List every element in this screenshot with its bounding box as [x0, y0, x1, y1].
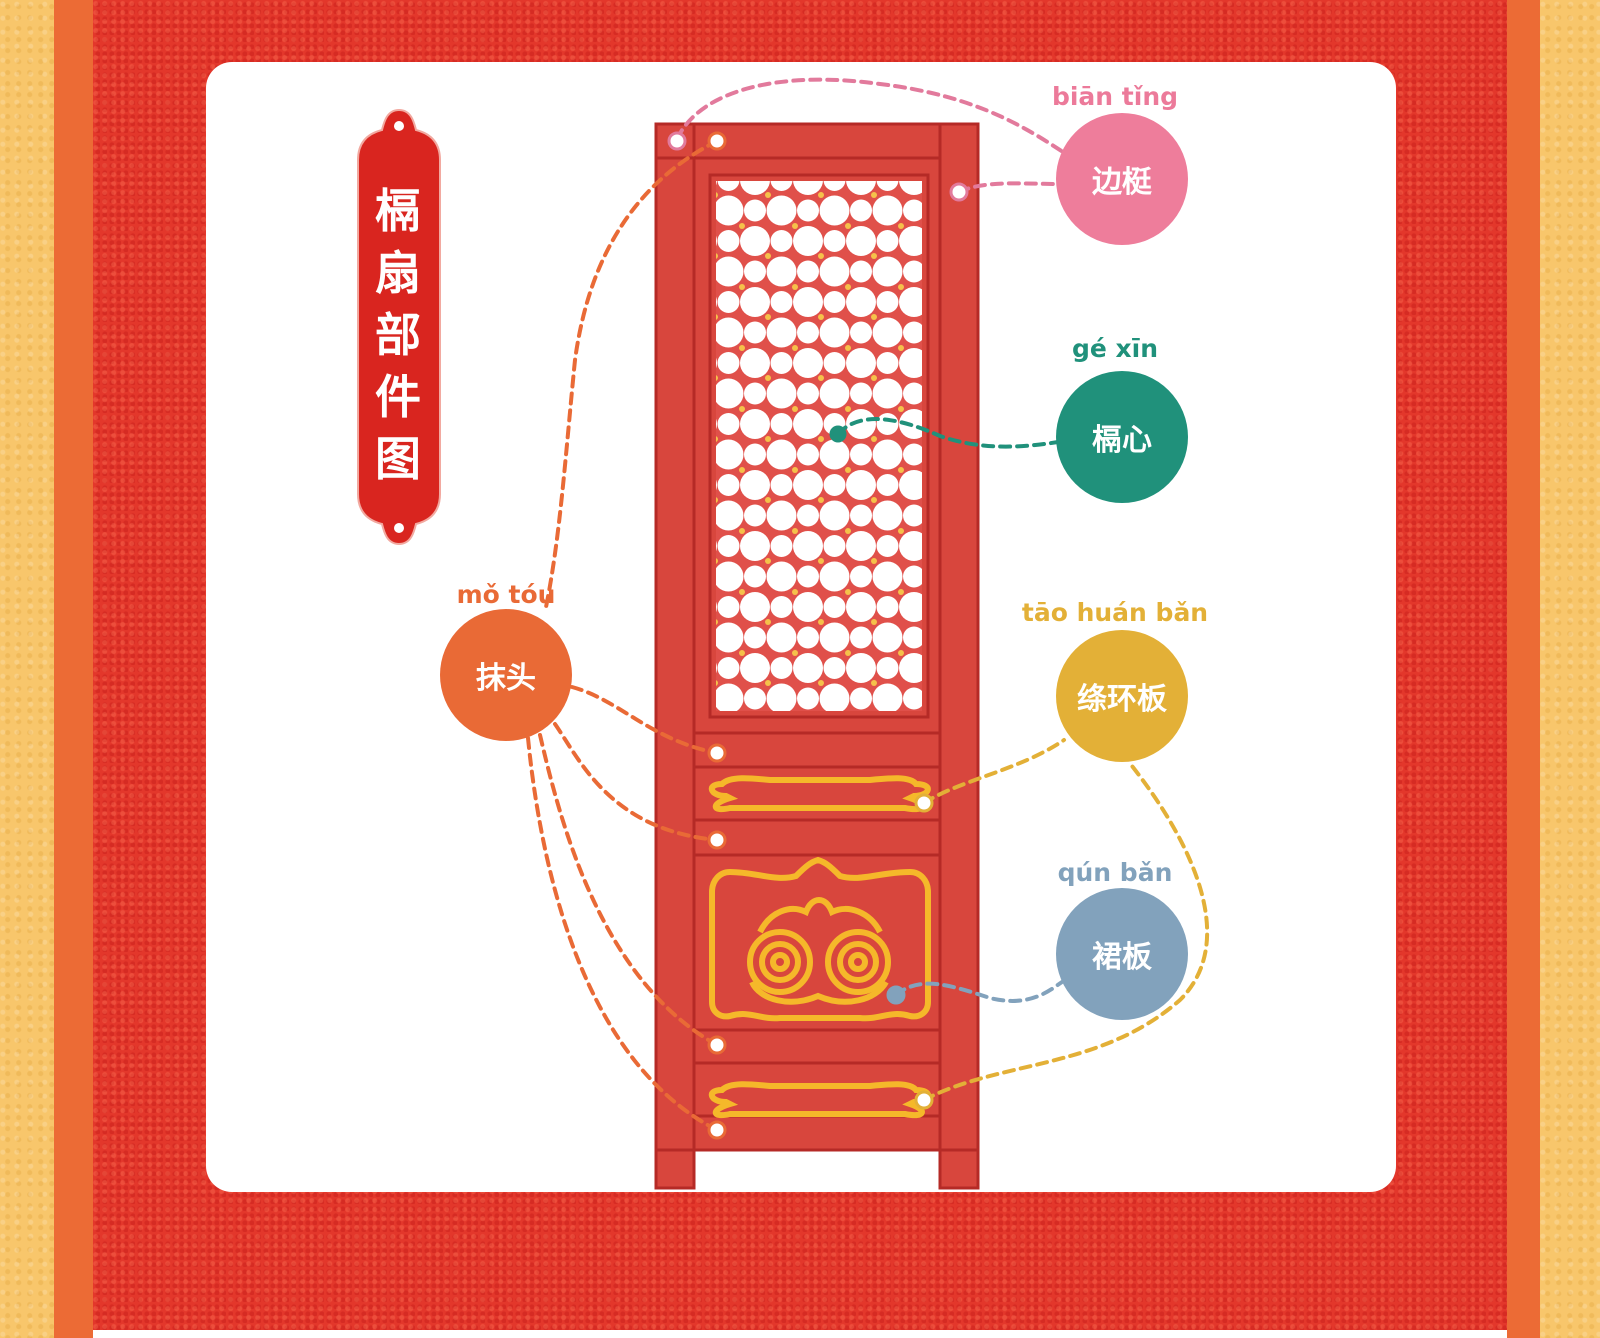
- lower-waist-carving: [709, 1081, 931, 1118]
- bubble-qunban: 裙板: [1056, 888, 1188, 1020]
- connector-bianting-top: [675, 77, 1077, 162]
- pinyin-gexin: gé xīn: [1071, 334, 1159, 363]
- anchor-motou-3: [707, 1035, 727, 1055]
- pinyin-bianting: biān tǐng: [1051, 82, 1179, 111]
- pinyin-motou: mǒ tóu: [456, 580, 556, 609]
- bottom-white-strip: [93, 1330, 1507, 1338]
- anchor-qunban: [886, 985, 906, 1005]
- connector-motou-top: [543, 139, 719, 614]
- connector-gexin: [836, 417, 1060, 449]
- connector-motou-3: [538, 733, 719, 1047]
- pinyin-qunban: qún bǎn: [1057, 858, 1173, 887]
- connector-motou-4: [526, 736, 719, 1132]
- label-taohuanban: 绦环板: [1077, 682, 1167, 717]
- bubble-gexin: 槅心: [1056, 371, 1188, 503]
- title-label: 槅扇部件图: [375, 184, 423, 486]
- skirt-panel-carving: [709, 856, 931, 1022]
- anchor-bianting-top: [667, 131, 687, 151]
- label-qunban: 裙板: [1092, 940, 1152, 975]
- anchor-motou-4: [707, 1120, 727, 1140]
- anchor-motou-top: [707, 131, 727, 151]
- anchor-bianting-right: [949, 182, 969, 202]
- label-bianting: 边梃: [1092, 165, 1152, 200]
- connector-taohuan-2: [922, 764, 1210, 1102]
- upper-waist-carving: [709, 775, 931, 812]
- anchor-taohuan-2: [914, 1090, 934, 1110]
- anchor-motou-2: [707, 830, 727, 850]
- bubble-motou: 抹头: [440, 609, 572, 741]
- bubble-taohuanban: 绦环板: [1056, 630, 1188, 762]
- anchor-gexin: [829, 425, 847, 443]
- bubble-bianting: 边梃: [1056, 113, 1188, 245]
- anchor-motou-1: [707, 743, 727, 763]
- label-gexin: 槅心: [1092, 423, 1152, 458]
- title-plaque: [357, 108, 441, 546]
- connector-qunban: [894, 980, 1064, 1003]
- connector-motou-1: [570, 685, 719, 755]
- connector-motou-2: [553, 722, 719, 842]
- lattice-core: [708, 173, 930, 719]
- title-text: 槅扇部件图: [356, 180, 442, 486]
- connector-taohuan-1: [922, 738, 1066, 805]
- label-motou: 抹头: [476, 661, 536, 696]
- pinyin-taohuanban: tāo huán bǎn: [1021, 598, 1209, 627]
- anchor-taohuan-1: [914, 793, 934, 813]
